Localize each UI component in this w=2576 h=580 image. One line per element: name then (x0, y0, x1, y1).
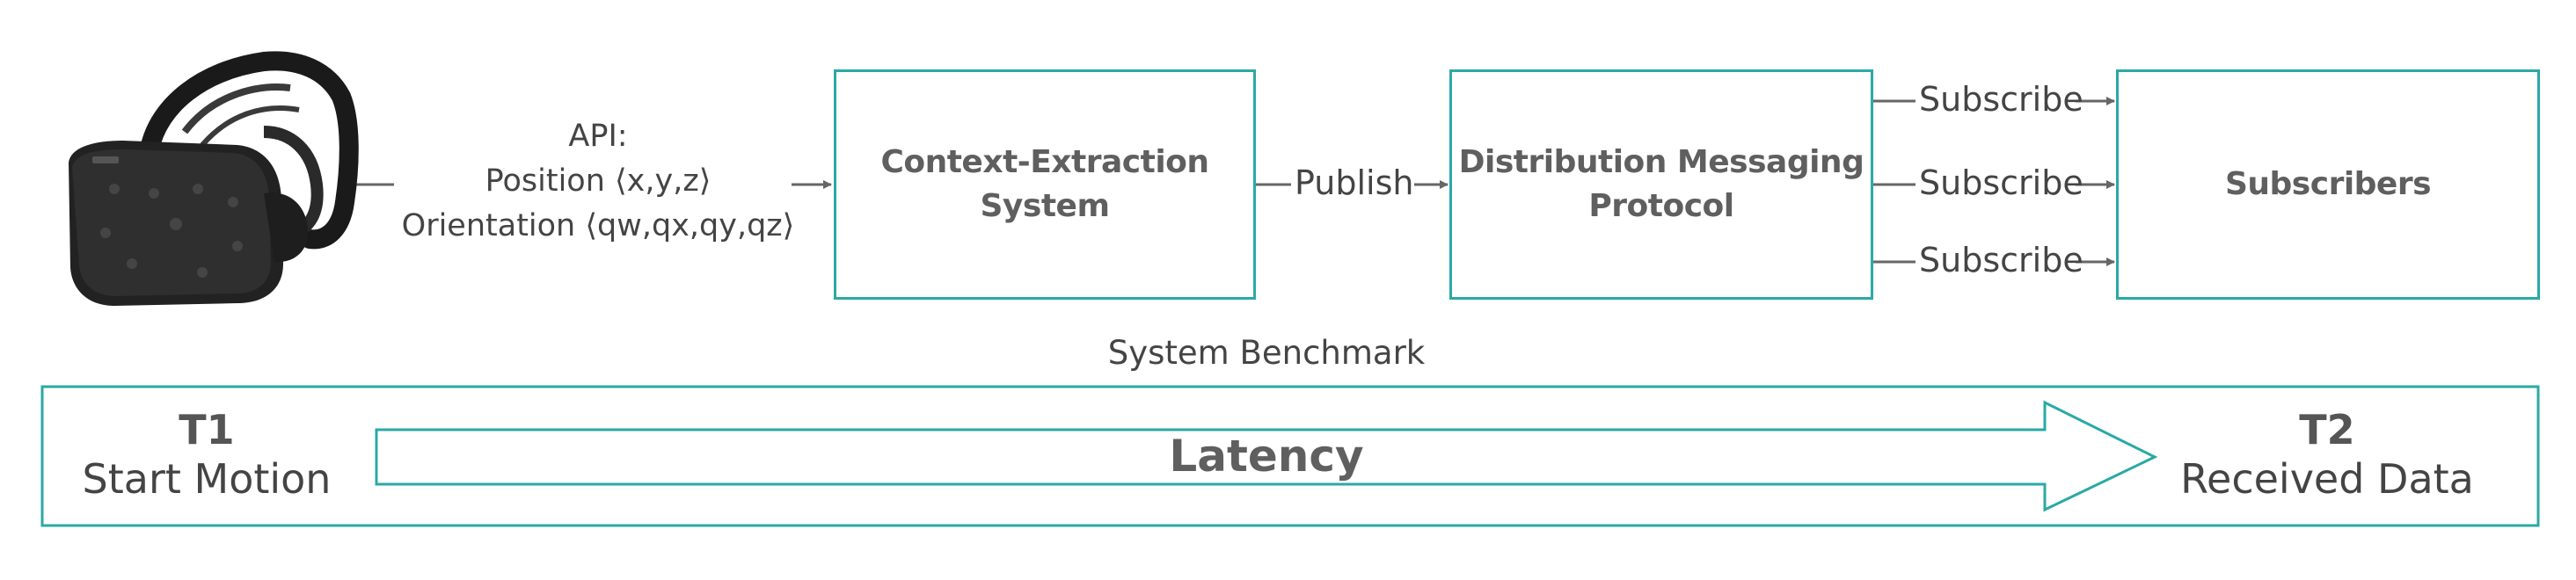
context-extraction-box: Context-Extraction System (834, 69, 1256, 300)
subscribe-label-3: Subscribe (1919, 241, 2083, 279)
subscribe-label-2: Subscribe (1919, 163, 2083, 202)
t1-label: T1 (179, 406, 235, 453)
distribution-line1: Distribution Messaging (1458, 144, 1864, 180)
subscribers-box: Subscribers (2116, 69, 2540, 300)
benchmark-frame (40, 385, 2540, 527)
context-extraction-line2: System (980, 188, 1110, 224)
latency-arrow (375, 400, 2158, 512)
api-position: Position ⟨x,y,z⟩ (485, 163, 712, 199)
t1-caption: Start Motion (82, 455, 332, 503)
latency-label: Latency (1169, 431, 1364, 482)
context-extraction-line1: Context-Extraction (880, 144, 1209, 180)
publish-label: Publish (1295, 163, 1414, 202)
api-orientation: Orientation ⟨qw,qx,qy,qz⟩ (401, 208, 795, 243)
benchmark-title: System Benchmark (1107, 334, 1426, 372)
vr-headset-icon (69, 51, 359, 306)
t2-caption: Received Data (2180, 455, 2474, 503)
distribution-box: Distribution Messaging Protocol (1449, 69, 1873, 300)
t2-block: T2 Received Data (2169, 406, 2485, 503)
subscribers-label: Subscribers (2224, 166, 2432, 202)
t1-block: T1 Start Motion (62, 406, 352, 503)
subscribe-label-1: Subscribe (1919, 80, 2083, 119)
api-title: API: (568, 119, 628, 154)
api-label: API: Position ⟨x,y,z⟩ Orientation ⟨qw,qx… (378, 114, 818, 249)
distribution-line2: Protocol (1588, 188, 1734, 224)
t2-label: T2 (2299, 406, 2355, 453)
